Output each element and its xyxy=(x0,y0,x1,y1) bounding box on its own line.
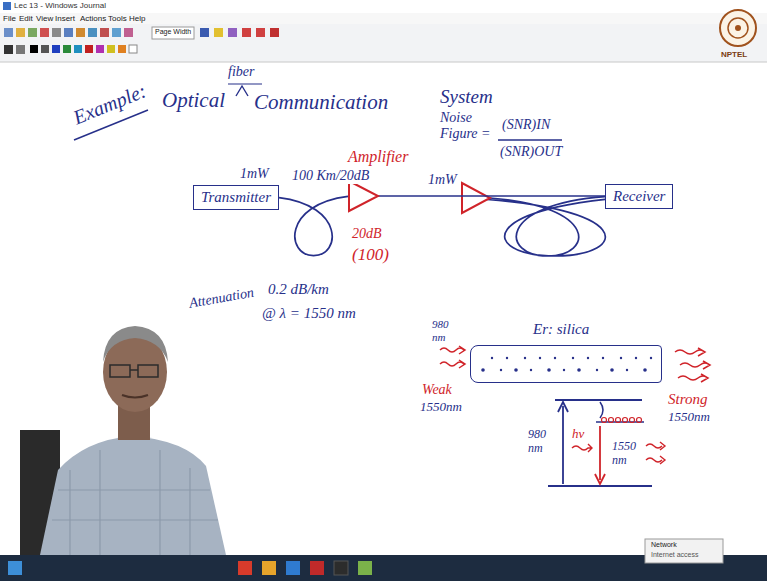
wavelength: 980 nm xyxy=(432,318,458,343)
erbium-ion xyxy=(643,368,647,372)
menu-item: File xyxy=(3,14,16,23)
insertion: fiber xyxy=(228,64,254,80)
gain-value: 20dB xyxy=(352,226,382,242)
menu-item: Edit xyxy=(19,14,33,23)
erbium-ion xyxy=(530,369,532,371)
erbium-ion xyxy=(602,357,604,359)
erbium-ion xyxy=(514,368,518,372)
formula: Noise Figure = xyxy=(440,110,500,142)
erbium-ion xyxy=(620,357,622,359)
wavelength: 1550nm xyxy=(420,400,462,415)
erbium-ion xyxy=(524,357,526,359)
erbium-ion xyxy=(635,357,637,359)
energy-level-diagram xyxy=(548,400,665,486)
erbium-ion xyxy=(596,369,598,371)
presenter xyxy=(20,326,226,555)
logo-text: NPTEL xyxy=(721,50,747,59)
erbium-ion xyxy=(506,357,508,359)
wavelength: 1550nm xyxy=(668,410,710,425)
tooltip-text: Network xyxy=(651,541,677,549)
erbium-ion xyxy=(577,368,581,372)
note: @ λ = 1550 nm xyxy=(262,305,356,322)
amplifier-symbol: Amplifier xyxy=(348,148,648,216)
formula: (SNR)IN xyxy=(502,117,550,133)
erbium-ion xyxy=(563,369,565,371)
heading: Example: xyxy=(70,79,150,129)
toolbar-icons xyxy=(4,27,279,54)
tooltip-text: Internet access xyxy=(651,551,698,559)
taskbar xyxy=(0,539,767,581)
underline xyxy=(228,83,262,84)
erbium-ion xyxy=(626,369,628,371)
transmitter-box: Transmitter xyxy=(193,185,279,210)
erbium-ion xyxy=(554,357,556,359)
menu-item: Help xyxy=(129,14,145,23)
erbium-ion xyxy=(539,357,541,359)
gain-value: (100) xyxy=(352,245,389,265)
receiver-box: Receiver xyxy=(605,184,673,209)
note: Attenuation xyxy=(188,285,255,312)
heading: System xyxy=(440,86,493,108)
power-value: 1mW xyxy=(240,166,269,182)
photon-symbol: hν xyxy=(572,427,584,442)
span-label: 100 Km/20dB xyxy=(290,168,371,184)
erbium-ion xyxy=(491,357,493,359)
note: 0.2 dB/km xyxy=(268,281,329,298)
fiber-heading: Er: silica xyxy=(533,321,589,338)
nptel-logo xyxy=(720,10,756,46)
box-label: Transmitter xyxy=(201,189,271,206)
erbium-ion xyxy=(587,357,589,359)
menu-item: View xyxy=(36,14,53,23)
window-title: Lec 13 - Windows Journal xyxy=(14,1,106,10)
erbium-ion xyxy=(610,368,614,372)
erbium-ion xyxy=(572,357,574,359)
erbium-ion xyxy=(547,368,551,372)
wavelength: 980 nm xyxy=(528,428,556,456)
pump-and-signal-arrows xyxy=(440,346,710,382)
amplifier-triangle xyxy=(348,166,648,216)
menu-item: Insert xyxy=(55,14,75,23)
signal-note: Strong xyxy=(668,391,707,408)
erbium-ions xyxy=(471,346,661,382)
heading: Optical xyxy=(162,88,225,112)
wavelength: 1550 nm xyxy=(612,440,644,468)
formula: (SNR)OUT xyxy=(500,144,562,160)
menu-item: Actions xyxy=(80,14,106,23)
doped-fiber: Er: silica xyxy=(470,345,662,383)
optical-fiber xyxy=(279,196,348,255)
power-value: 1mW xyxy=(428,172,457,188)
heading: Communication xyxy=(254,90,388,114)
erbium-ion xyxy=(650,357,652,359)
insert-caret xyxy=(236,86,248,96)
zoom-select: Page Width xyxy=(155,28,191,36)
erbium-ion xyxy=(500,369,502,371)
box-label: Receiver xyxy=(613,188,665,205)
erbium-ion xyxy=(481,368,485,372)
amplifier-label: Amplifier xyxy=(348,148,648,166)
signal-note: Weak xyxy=(422,382,452,398)
menu-item: Tools xyxy=(108,14,127,23)
amplifier-triangle xyxy=(349,181,378,211)
fraction-bar xyxy=(498,139,562,141)
